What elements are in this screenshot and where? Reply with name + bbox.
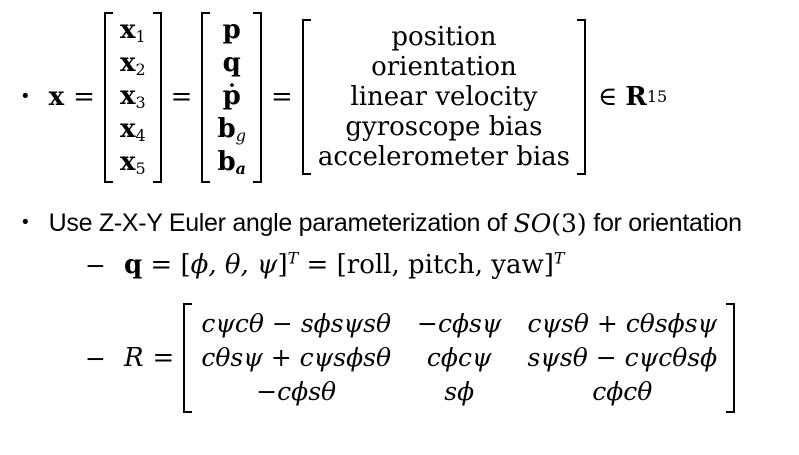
vector-entry: x2 xyxy=(120,48,146,81)
euler-text-before: Use Z-X-Y Euler angle parameterization o… xyxy=(48,208,514,237)
matrix-cell-r2c2: cϕcψ xyxy=(426,343,492,372)
state-symbol-x: x xyxy=(48,82,65,112)
rotation-matrix: cψcθ − sϕsψsθ −cϕsψ cψsθ + cθsϕsψ cθsψ +… xyxy=(183,303,736,413)
vector-entry: q xyxy=(223,48,241,81)
so3-group-argument: (3) xyxy=(551,208,587,238)
vector-entry: ṗ xyxy=(223,81,241,114)
equals-sign: = xyxy=(142,250,181,280)
matrix-cell-r1c3: cψsθ + cθsϕsψ xyxy=(527,309,718,338)
open-bracket: [ xyxy=(336,250,347,280)
bullet-marker: • xyxy=(22,212,29,233)
vector-entry: x5 xyxy=(120,147,146,180)
open-bracket: [ xyxy=(180,250,191,280)
state-vector-equation: • x = x1 x2 x3 x4 x5 = p q ṗ bg ba xyxy=(22,11,667,183)
matrix-cell-r2c3: sψsθ − cψcθsϕ xyxy=(527,343,718,372)
vector-entry: x4 xyxy=(120,114,146,147)
description-vector: position orientation linear velocity gyr… xyxy=(301,19,586,175)
index-vector-entries: x1 x2 x3 x4 x5 xyxy=(113,12,153,183)
so3-group-symbol: SO xyxy=(513,208,552,238)
real-space-symbol: R xyxy=(625,82,647,112)
matrix-cell-r1c2: −cϕsψ xyxy=(417,309,502,338)
dash-marker: − xyxy=(85,343,106,373)
equals-sign: = xyxy=(271,82,293,112)
vector-entry: orientation xyxy=(371,52,517,82)
matrix-cell-r3c3: cϕcθ xyxy=(592,377,653,406)
transpose-symbol: T xyxy=(287,248,299,268)
rotation-matrix-grid: cψcθ − sϕsψsθ −cϕsψ cψsθ + cθsϕsψ cθsψ +… xyxy=(192,303,726,413)
bullet-marker: • xyxy=(22,86,29,107)
q-symbol: q xyxy=(123,250,143,280)
equals-sign: = xyxy=(170,82,193,112)
transpose-symbol: T xyxy=(553,248,565,268)
equals-sign: = xyxy=(73,82,95,112)
element-of-symbol: ∈ xyxy=(598,82,618,112)
entry-symbol: x xyxy=(119,80,136,111)
entry-subscript: 2 xyxy=(135,59,146,79)
left-bracket xyxy=(103,11,113,183)
entry-symbol: x xyxy=(119,47,136,78)
close-bracket: ] xyxy=(543,250,554,280)
description-vector-entries: position orientation linear velocity gyr… xyxy=(311,19,577,175)
entry-subscript: 5 xyxy=(135,158,146,178)
euler-parameterization-bullet: • Use Z-X-Y Euler angle parameterization… xyxy=(22,206,742,240)
left-bracket xyxy=(183,303,193,413)
entry-subscript: 1 xyxy=(135,26,146,46)
q-euler-angles-line: − q = [ϕ, θ, ψ]T = [roll, pitch, yaw]T xyxy=(85,244,565,286)
matrix-cell-r1c1: cψcθ − sϕsψsθ xyxy=(201,309,392,338)
entry-subscript: 3 xyxy=(135,92,146,112)
entry-symbol: x xyxy=(119,14,136,45)
symbol-vector-entries: p q ṗ bg ba xyxy=(210,12,253,183)
euler-angle-symbols: ϕ, θ, ψ xyxy=(190,250,278,280)
euler-text-after: for orientation xyxy=(586,208,742,237)
matrix-cell-r3c1: −cϕsθ xyxy=(256,377,337,406)
right-bracket xyxy=(253,11,263,183)
close-bracket: ] xyxy=(277,250,288,280)
right-bracket xyxy=(726,303,736,413)
entry-symbol: q xyxy=(222,47,241,78)
entry-symbol: b xyxy=(217,113,236,144)
entry-symbol: b xyxy=(217,146,236,177)
entry-subscript: a xyxy=(235,158,247,178)
entry-subscript: 4 xyxy=(135,125,146,145)
vector-entry: p xyxy=(223,15,241,48)
matrix-cell-r3c2: sϕ xyxy=(444,377,475,406)
equals-sign: = xyxy=(152,343,175,373)
vector-entry: gyroscope bias xyxy=(345,112,543,142)
euler-angle-names: roll, pitch, yaw xyxy=(346,250,544,280)
right-bracket xyxy=(152,11,162,183)
vector-entry: ba xyxy=(217,147,246,180)
q-equation: q = [ϕ, θ, ψ]T = [roll, pitch, yaw]T xyxy=(124,250,565,280)
index-vector: x1 x2 x3 x4 x5 xyxy=(103,11,162,183)
entry-symbol: ṗ xyxy=(222,80,241,111)
equals-sign: = xyxy=(298,250,337,280)
rotation-matrix-symbol: R xyxy=(123,343,144,373)
left-bracket xyxy=(201,11,211,183)
matrix-cell-r2c1: cθsψ + cψsϕsθ xyxy=(201,343,392,372)
vector-entry: linear velocity xyxy=(350,82,538,112)
dash-marker: − xyxy=(85,250,106,280)
vector-entry: accelerometer bias xyxy=(317,142,570,172)
entry-symbol: x xyxy=(119,146,136,177)
right-bracket xyxy=(577,19,586,175)
rotation-matrix-line: − R = cψcθ − sϕsψsθ −cϕsψ cψsθ + cθsϕsψ … xyxy=(85,300,736,416)
entry-subscript: g xyxy=(235,125,246,145)
symbol-vector: p q ṗ bg ba xyxy=(201,11,263,183)
vector-entry: x1 xyxy=(120,15,146,48)
vector-entry: x3 xyxy=(120,81,146,114)
vector-entry: position xyxy=(391,22,497,52)
entry-symbol: p xyxy=(222,14,241,45)
vector-entry: bg xyxy=(218,114,246,147)
left-bracket xyxy=(301,19,311,175)
entry-symbol: x xyxy=(119,113,136,144)
